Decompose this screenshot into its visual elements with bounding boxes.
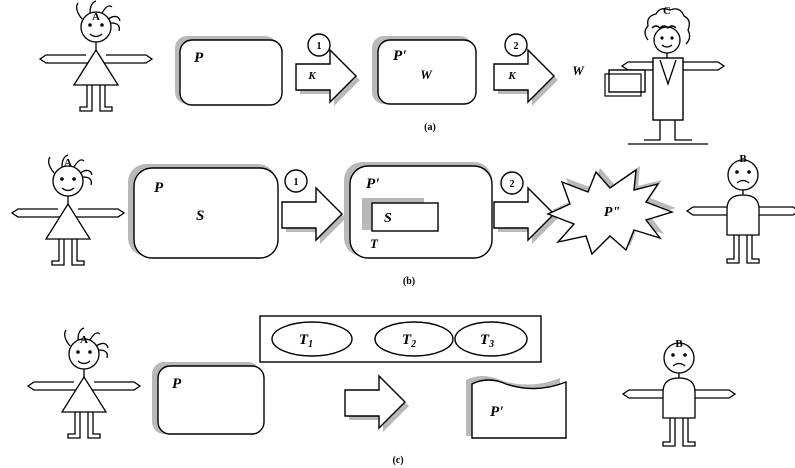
box-p-prime-label: P'	[393, 48, 406, 64]
token-t3: T3	[455, 322, 527, 356]
step-2-number-b: 2	[510, 179, 515, 190]
step-2-arrow: 2 K	[494, 34, 558, 106]
panel-a: A P 1 K P' W 2 K W C	[40, 1, 724, 144]
transform-arrow-c	[345, 376, 409, 432]
panel-c: A P T1 T2 T3	[28, 316, 735, 466]
step-1-number-b: 1	[294, 177, 299, 188]
box-p-prime-sub-b: T	[370, 236, 379, 251]
program-box-p-c: P	[152, 362, 264, 434]
person-a-girl-c: A	[28, 328, 140, 438]
arrow-2-key-label: K	[507, 70, 516, 82]
token-t1-sub: 1	[308, 339, 313, 350]
caption-b: (b)	[403, 276, 415, 287]
program-box-p-prime-c: P'	[466, 376, 566, 438]
program-box-p-prime-b: P' S T	[344, 162, 492, 258]
person-c-label: C	[663, 5, 671, 17]
arrow-1-key-label: K	[307, 70, 316, 82]
person-b-boy-c: B	[623, 338, 735, 446]
person-a-girl: A	[40, 1, 152, 111]
person-a-label: A	[92, 11, 100, 23]
step-1-arrow: 1 K	[296, 34, 360, 106]
person-a-girl-b: A	[12, 155, 124, 265]
token-container: T1 T2 T3	[260, 316, 541, 362]
output-w-label: W	[572, 63, 585, 78]
step-2-number: 2	[514, 41, 519, 52]
step-1-number: 1	[317, 41, 322, 52]
caption-a: (a)	[424, 122, 436, 133]
burst-label: P"	[604, 205, 620, 220]
burst-p-double-prime: P"	[548, 166, 676, 254]
token-t2: T2	[375, 322, 453, 356]
box-p-prime-label-b: P'	[366, 176, 379, 192]
box-p-label-b: P	[154, 180, 164, 196]
person-b-label-c: B	[675, 338, 683, 350]
box-p-label-c: P	[172, 376, 182, 392]
program-box-p: P	[175, 36, 282, 105]
program-box-p-prime: P' W	[372, 36, 476, 104]
step-2-arrow-b: 2	[494, 172, 558, 244]
step-1-arrow-b: 1	[282, 170, 346, 244]
program-box-p-b: P S	[128, 164, 278, 258]
token-t2-sub: 2	[410, 339, 416, 350]
held-box	[609, 70, 645, 92]
panel-b: A P S 1 P' S T 2	[12, 153, 795, 287]
person-c: C	[605, 5, 724, 144]
person-b-label-b: B	[739, 153, 747, 165]
box-p-label: P	[194, 50, 204, 66]
box-p-prime-label-c: P'	[490, 404, 503, 420]
box-p-sub-b: S	[196, 208, 204, 224]
box-p-prime-sub: W	[420, 67, 433, 82]
inner-s-box	[372, 203, 438, 231]
token-t1: T1	[272, 322, 352, 356]
person-a-label-c: A	[80, 334, 88, 346]
person-a-label-b: A	[64, 157, 72, 169]
person-b-boy-b: B	[687, 153, 795, 263]
inner-s-label: S	[384, 211, 392, 226]
token-t3-sub: 3	[488, 339, 494, 350]
caption-c: (c)	[392, 455, 403, 466]
